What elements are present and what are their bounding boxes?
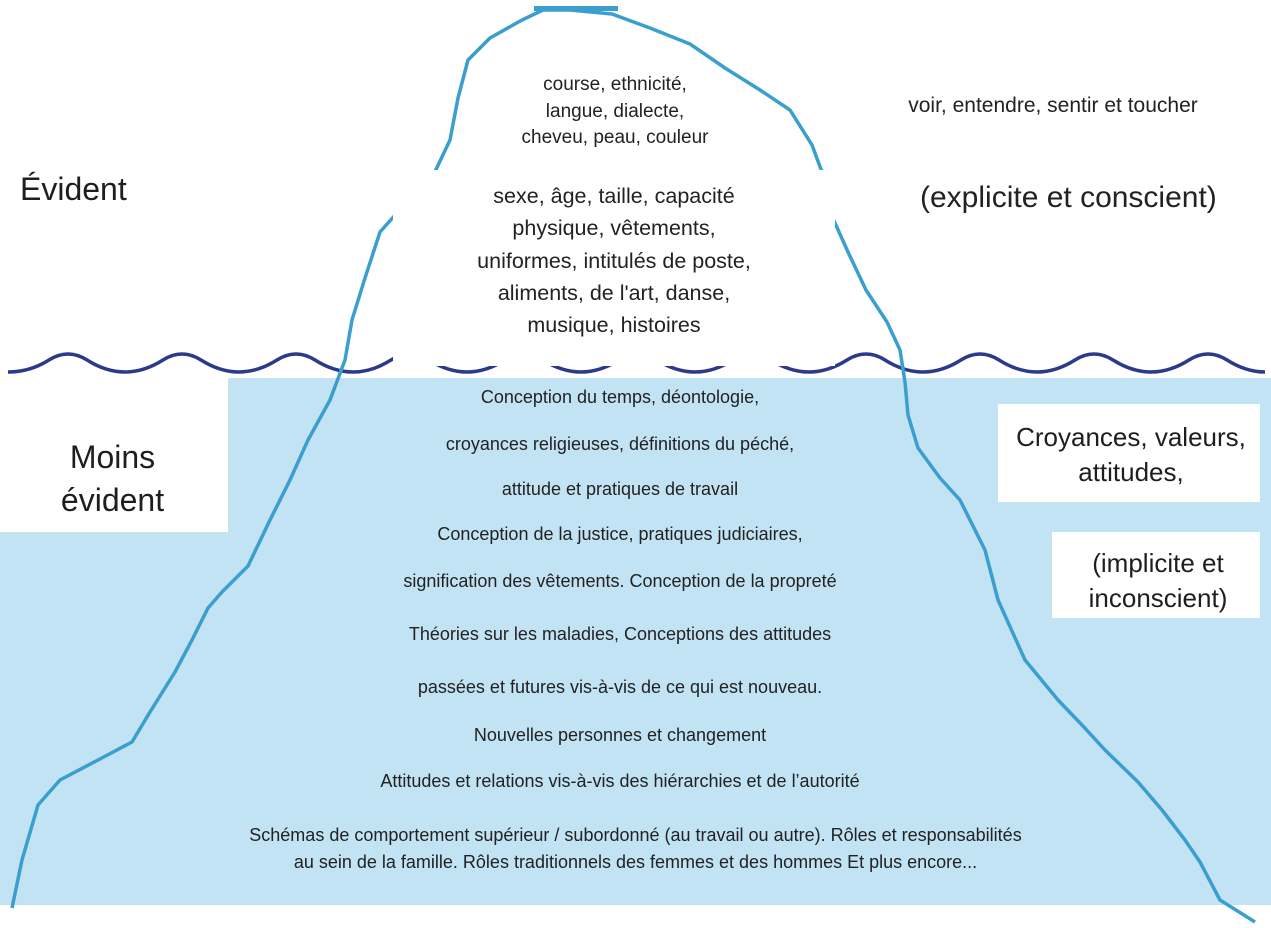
visible-line: physique, vêtements, <box>512 216 716 241</box>
left-white-box <box>0 376 228 532</box>
below-line: Conception du temps, déontologie, <box>480 387 760 407</box>
bottom-line: Schémas de comportement supérieur / subo… <box>249 825 1022 845</box>
tip-line: langue, dialecte, <box>545 100 685 122</box>
below-line: passées et futures vis-à-vis de ce qui e… <box>417 677 823 697</box>
visible-line: uniformes, intitulés de poste, <box>477 248 751 273</box>
below-bottom-text: Schémas de comportement supérieur / subo… <box>20 822 1251 876</box>
below-line: croyances religieuses, définitions du pé… <box>445 434 795 454</box>
below-line: signification des vêtements. Conception … <box>403 571 837 591</box>
below-line: Attitudes et relations vis-à-vis des hié… <box>380 771 860 791</box>
water-area <box>0 378 1271 928</box>
visible-text-box <box>393 170 835 366</box>
label-explicit: (explicite et conscient) <box>920 181 1217 214</box>
iceberg-outline <box>10 8 1256 924</box>
right-implicit-box <box>1052 532 1260 618</box>
below-line: Théories sur les maladies, Conceptions d… <box>408 624 832 644</box>
right-beliefs-box <box>998 404 1260 502</box>
spacer <box>228 378 229 379</box>
visible-line: aliments, de l'art, danse, <box>497 280 731 305</box>
tip-cap <box>534 6 618 11</box>
visible-line: sexe, âge, taille, capacité <box>493 184 735 208</box>
label-less-evident: Moins évident <box>60 439 165 519</box>
below-line: Nouvelles personnes et changement <box>473 725 767 745</box>
visible-line: musique, histoires <box>527 313 701 337</box>
label-implicit: (implicite et inconscient) <box>1088 548 1228 614</box>
tip-line: course, ethnicité, <box>543 74 687 95</box>
below-line: attitude et pratiques de travail <box>501 479 739 499</box>
below-line: Conception de la justice, pratiques judi… <box>437 524 803 544</box>
bottom-line: au sein de la famille. Rôles traditionne… <box>293 852 978 872</box>
label-evident: Évident <box>20 171 127 207</box>
visible-text: sexe, âge, taille, capacité physique, vê… <box>393 180 835 341</box>
label-senses: voir, entendre, sentir et toucher <box>908 94 1198 117</box>
tip-line: cheveu, peau, couleur <box>521 127 709 149</box>
white-bottom-band <box>0 905 1271 928</box>
label-beliefs: Croyances, valeurs, attitudes, <box>1016 422 1246 488</box>
tip-text: course, ethnicité, langue, dialecte, che… <box>440 72 790 152</box>
